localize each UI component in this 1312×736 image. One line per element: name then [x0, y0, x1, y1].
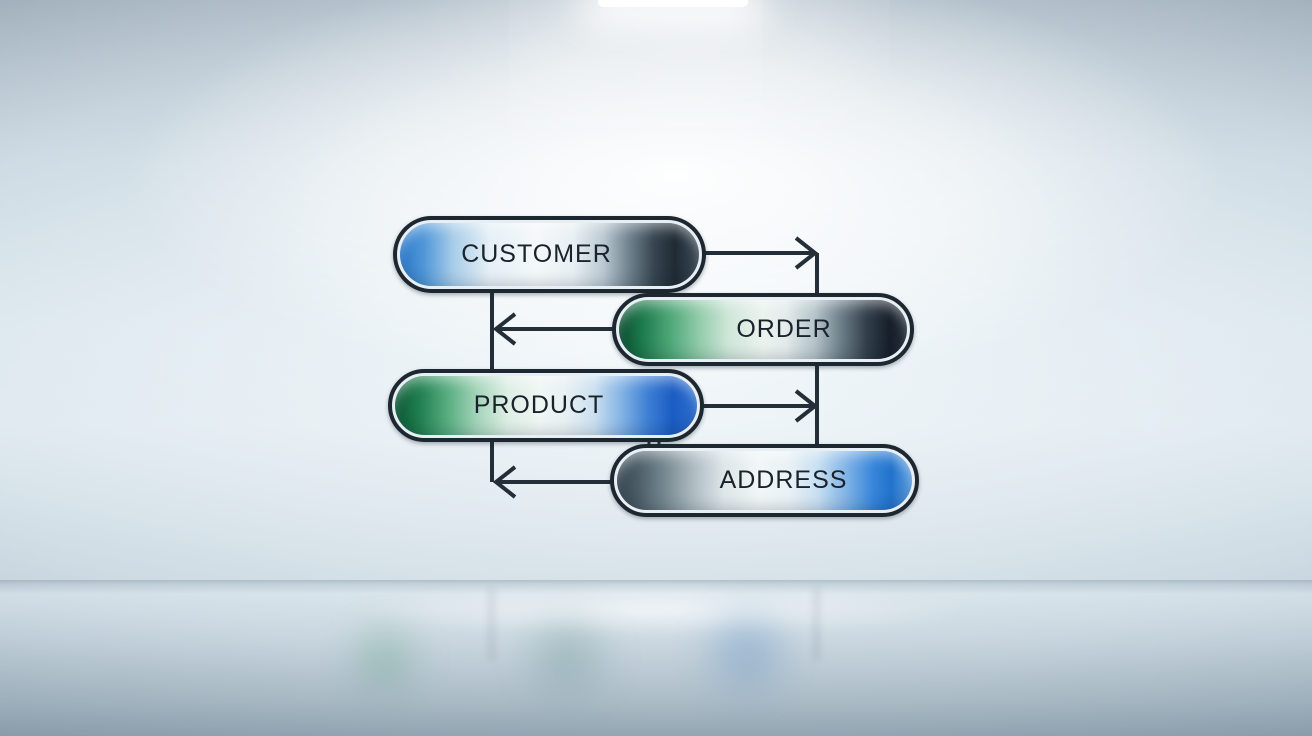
node-product-surface: PRODUCT: [395, 376, 697, 435]
ceiling-light: [598, 0, 748, 7]
reflection-blue-blob: [692, 600, 802, 702]
reflection-line-right: [814, 588, 819, 660]
node-order-surface: ORDER: [619, 300, 907, 359]
reflection-teal-blob: [512, 606, 622, 706]
edge-order-left: [490, 291, 616, 371]
node-address-surface: ADDRESS: [617, 451, 912, 510]
node-product-label: PRODUCT: [473, 391, 605, 419]
edge-customer-order: [700, 236, 819, 295]
edge-product-right: [698, 364, 819, 446]
reflection-green-blob: [342, 616, 428, 702]
node-order: ORDER: [612, 293, 914, 366]
node-customer-label: CUSTOMER: [461, 240, 612, 268]
node-address-label: ADDRESS: [719, 466, 848, 494]
floor-sheen: [330, 584, 980, 636]
reflection-line-left: [489, 588, 494, 660]
node-address: ADDRESS: [610, 444, 919, 517]
node-order-label: ORDER: [736, 315, 832, 343]
node-customer-surface: CUSTOMER: [400, 223, 699, 286]
node-product: PRODUCT: [388, 369, 704, 442]
node-customer: CUSTOMER: [393, 216, 706, 293]
edge-address-left: [490, 440, 614, 499]
